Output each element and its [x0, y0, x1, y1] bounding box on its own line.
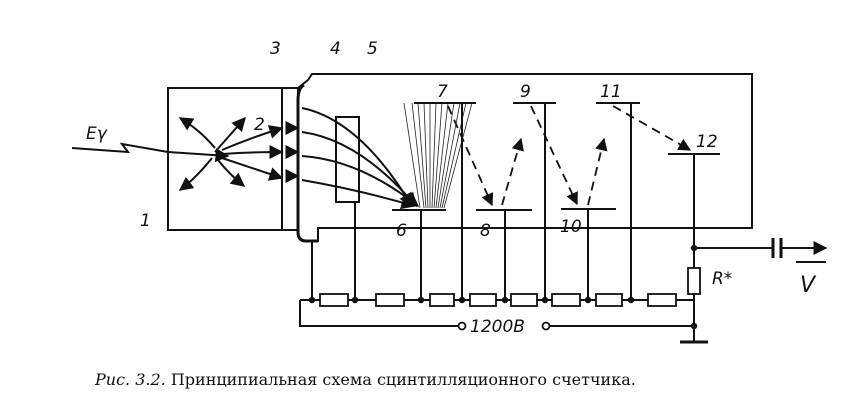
dynodes: [392, 102, 720, 211]
load-and-output: [680, 238, 828, 344]
label-10: 10: [560, 217, 582, 237]
label-output: V: [800, 273, 817, 298]
photocathode: [296, 83, 318, 243]
label-4: 4: [330, 39, 341, 59]
secondary-electron-fan: [403, 102, 473, 209]
figure-number: Рис. 3.2.: [95, 370, 166, 389]
label-7: 7: [437, 82, 448, 102]
label-resistor: R*: [712, 269, 732, 289]
caption-text: Принципиальная схема сцинтилляционного с…: [170, 370, 636, 389]
focusing-electrode: [335, 116, 360, 203]
pmt-envelope: [297, 73, 753, 242]
figure-caption: Рис. 3.2. Принципиальная схема сцинтилля…: [95, 370, 835, 389]
label-e-gamma: Eγ: [86, 124, 108, 144]
label-voltage: 1200В: [470, 317, 525, 337]
label-9: 9: [520, 82, 531, 102]
label-2: 2: [254, 115, 265, 135]
gamma-ray: [71, 142, 169, 154]
electron-cascade: [447, 105, 692, 207]
electrode-leads: [311, 103, 695, 300]
light-guide: [281, 87, 299, 231]
gamma-ray-arrow: [167, 148, 230, 163]
label-5: 5: [367, 39, 378, 59]
label-8: 8: [480, 221, 491, 241]
photoelectron-paths: [301, 107, 420, 210]
label-3: 3: [270, 39, 281, 59]
label-11: 11: [600, 82, 622, 102]
flash-arrows: [178, 116, 300, 191]
load-resistor: [687, 267, 701, 295]
label-6: 6: [396, 221, 407, 241]
voltage-divider: [299, 293, 698, 331]
label-12: 12: [696, 132, 718, 152]
label-1: 1: [140, 211, 151, 231]
